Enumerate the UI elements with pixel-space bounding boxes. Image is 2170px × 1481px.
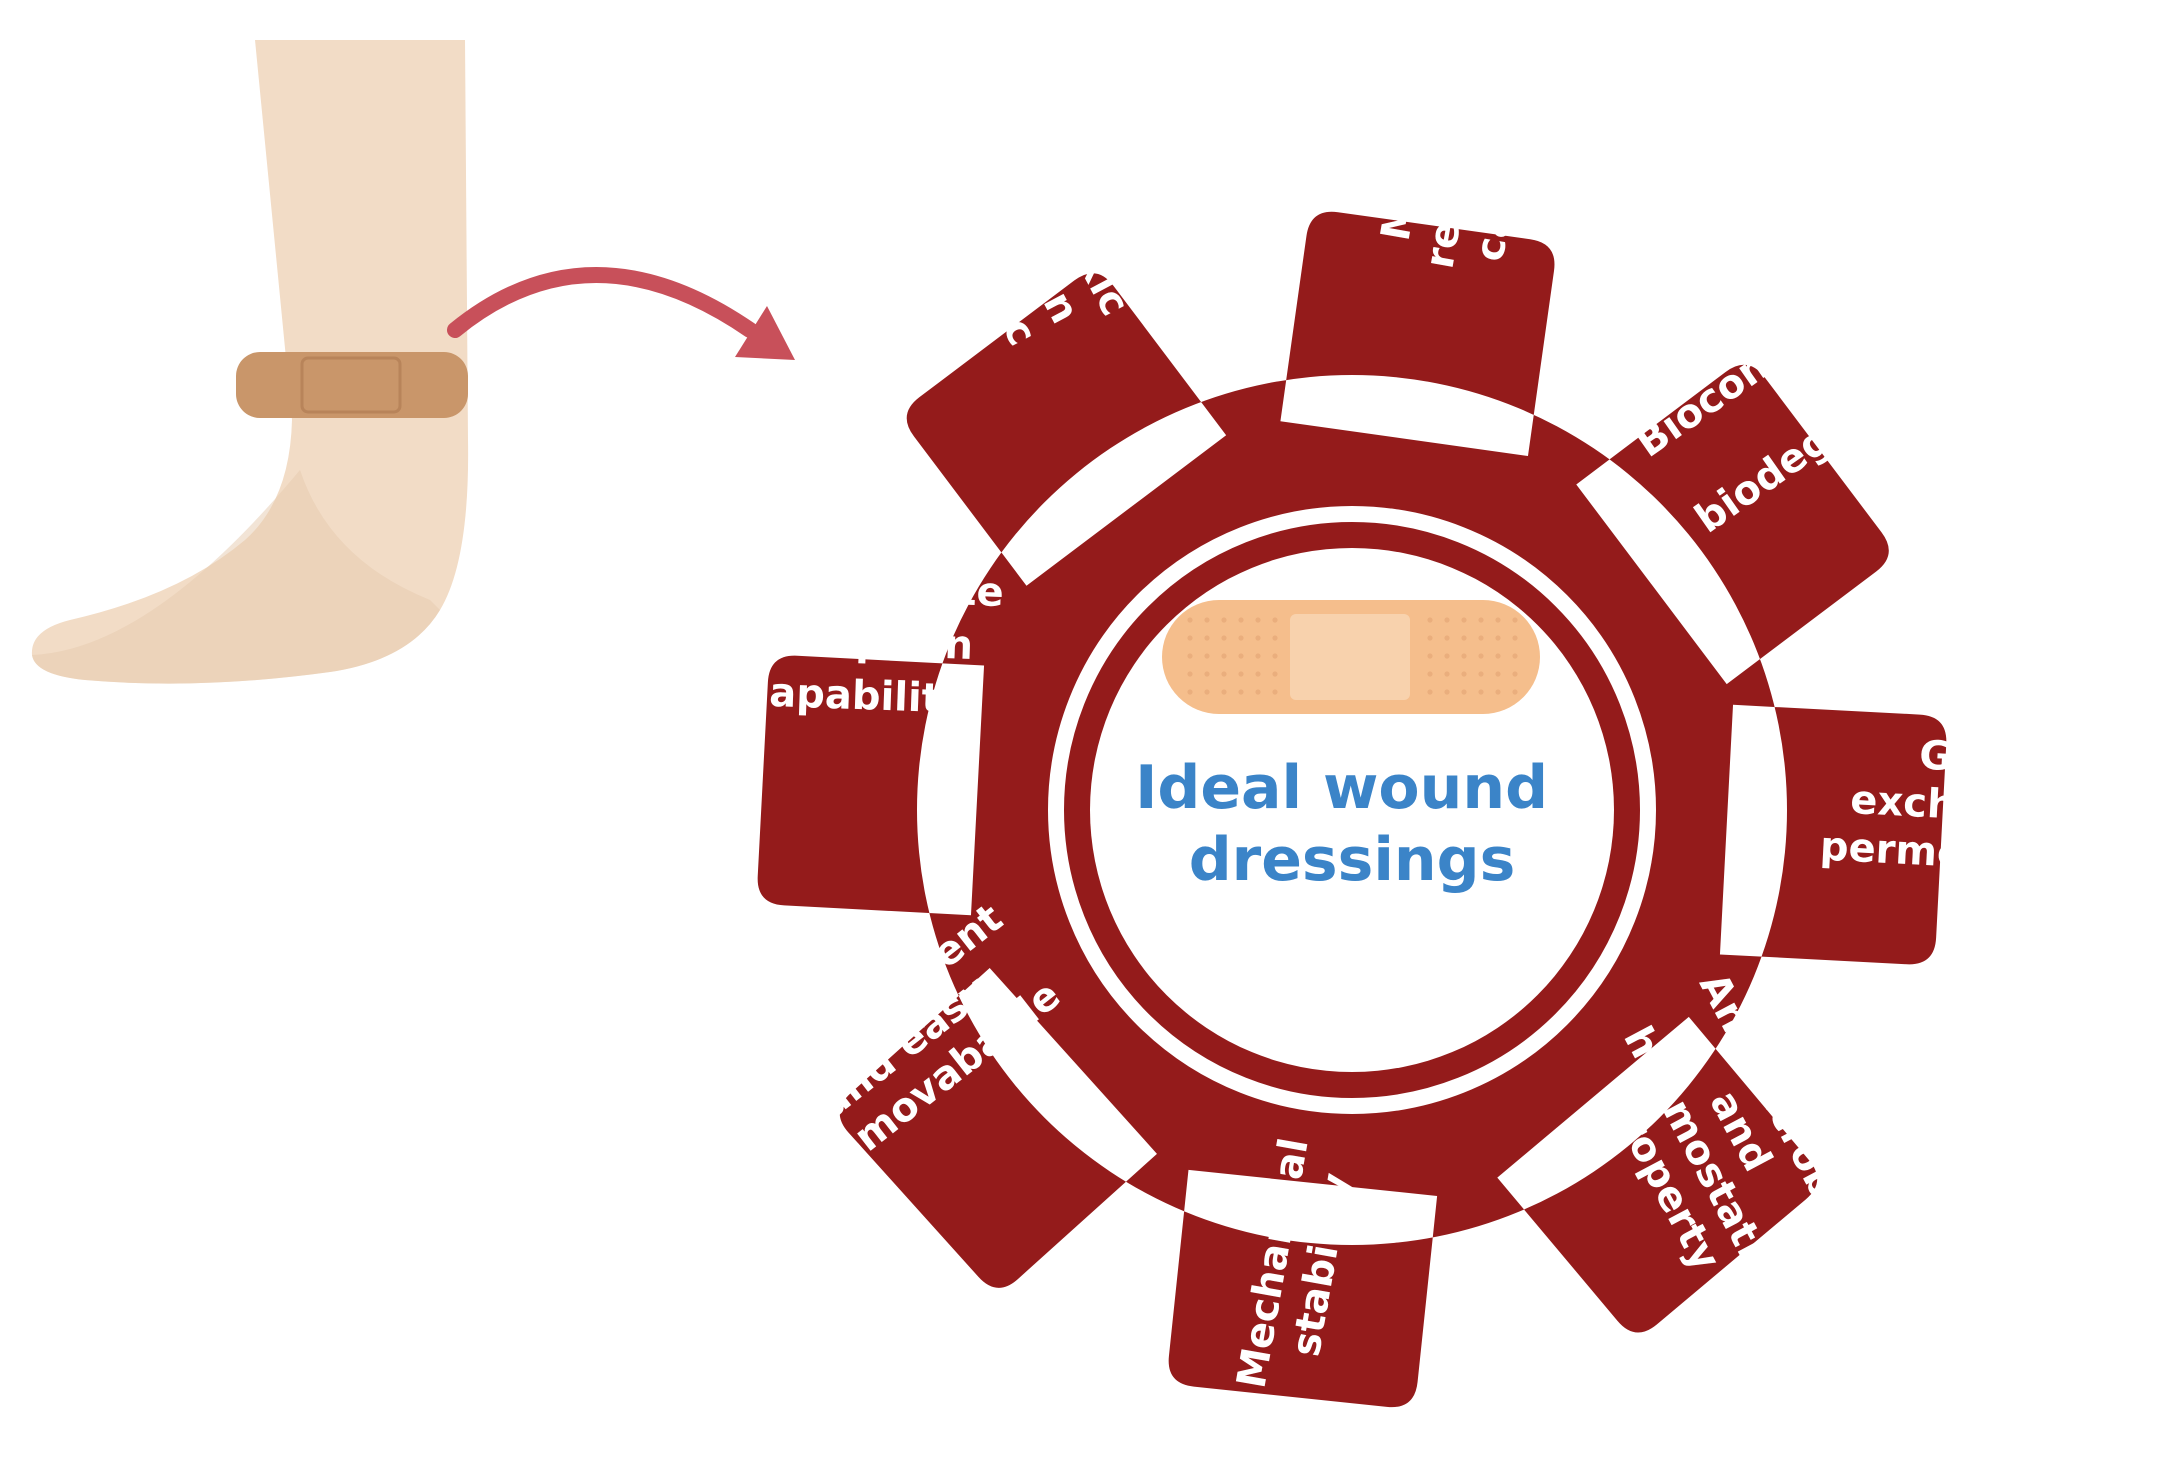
bandage-dot — [1238, 653, 1244, 659]
bandage-dot — [1512, 671, 1518, 677]
property-label-line: Gas — [1918, 733, 2004, 783]
bandage-dot — [1444, 653, 1450, 659]
bandage-dot — [1478, 689, 1484, 695]
bandage-dot — [1272, 617, 1278, 623]
bandage-dot — [1221, 671, 1227, 677]
bandage-dot — [1495, 653, 1501, 659]
ankle-bandage-pad — [300, 356, 402, 414]
bandage-dot — [1427, 653, 1433, 659]
bandage-dot — [1495, 617, 1501, 623]
bandage-dot — [1204, 671, 1210, 677]
bandage-dot — [1495, 671, 1501, 677]
bandage-dot — [1444, 689, 1450, 695]
bandage-dot — [1255, 671, 1261, 677]
bandage-dot — [1427, 635, 1433, 641]
bandage-dot — [1187, 635, 1193, 641]
bandage-dot — [1427, 671, 1433, 677]
bandage-dot — [1238, 689, 1244, 695]
bandage-dot — [1478, 617, 1484, 623]
bandage-dot — [1427, 617, 1433, 623]
bandage-dot — [1444, 671, 1450, 677]
bandage-dot — [1255, 653, 1261, 659]
bandage-dot — [1512, 689, 1518, 695]
bandage-dot — [1187, 689, 1193, 695]
center-label: Ideal wound dressings — [1135, 753, 1569, 895]
bandage-dot — [1272, 653, 1278, 659]
bandage-dot — [1512, 653, 1518, 659]
bandage-dot — [1272, 635, 1278, 641]
bandage-dot — [1272, 671, 1278, 677]
bandage-dot — [1478, 653, 1484, 659]
bandage-dot — [1187, 653, 1193, 659]
bandage-dot — [1461, 635, 1467, 641]
bandage-dot — [1204, 653, 1210, 659]
bandage-dot — [1255, 635, 1261, 641]
bandage-pad — [1290, 614, 1410, 700]
bandage-dot — [1478, 635, 1484, 641]
property-label-line: exchange — [1849, 777, 2067, 834]
bandage-dot — [1512, 635, 1518, 641]
bandage-dot — [1461, 653, 1467, 659]
property-label-line: High exudate — [702, 560, 1005, 616]
bandage-dot — [1461, 617, 1467, 623]
center-label-line: dressings — [1189, 825, 1516, 895]
bandage-dot — [1495, 689, 1501, 695]
bandage-dot — [1444, 617, 1450, 623]
bandage-dot — [1255, 689, 1261, 695]
bandage-dot — [1238, 617, 1244, 623]
bandage-dot — [1187, 617, 1193, 623]
bandage-dot — [1204, 617, 1210, 623]
property-high-exudate: High exudate absorption capability — [698, 560, 1019, 725]
bandage-dot — [1187, 671, 1193, 677]
bandage-dot — [1461, 671, 1467, 677]
bandage-dot — [1478, 671, 1484, 677]
bandage-dot — [1427, 689, 1433, 695]
property-gas-exchange: Gas exchange permeability — [1819, 728, 2112, 885]
center-label-line: Ideal wound — [1135, 753, 1548, 823]
bandage-dot — [1221, 635, 1227, 641]
property-label-line: absorption — [728, 615, 974, 669]
bandage-dot — [1495, 635, 1501, 641]
bandage-dot — [1238, 671, 1244, 677]
bandage-dot — [1255, 617, 1261, 623]
leg-icon — [31, 40, 469, 684]
bandage-dot — [1221, 653, 1227, 659]
bandage-dot — [1221, 689, 1227, 695]
bandage-icon — [1162, 600, 1540, 714]
bandage-dot — [1221, 617, 1227, 623]
gear-inner-ring — [1048, 506, 1656, 1114]
bandage-dot — [1238, 635, 1244, 641]
bandage-dot — [1204, 635, 1210, 641]
curved-arrow-icon — [447, 267, 795, 360]
bandage-dot — [1444, 635, 1450, 641]
bandage-dot — [1204, 689, 1210, 695]
bandage-dot — [1461, 689, 1467, 695]
property-label-line: capability — [745, 669, 968, 723]
bandage-dot — [1512, 617, 1518, 623]
bandage-dot — [1272, 689, 1278, 695]
